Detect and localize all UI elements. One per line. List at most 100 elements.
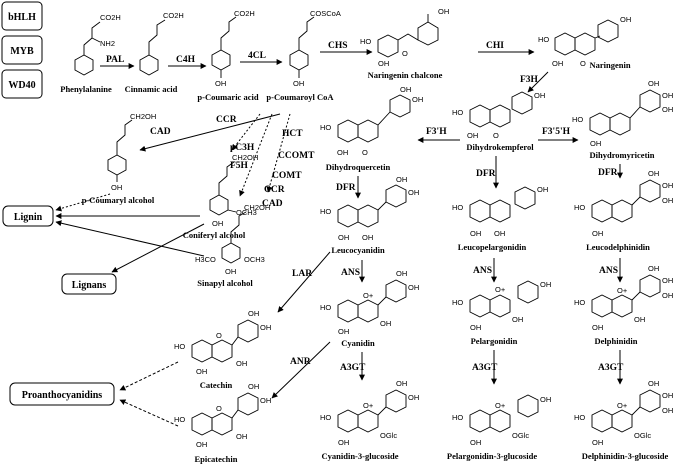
enzyme-a3gt-1: A3GT <box>340 363 366 373</box>
arrow-catechin-to-pa <box>119 361 179 391</box>
oh-text: OH <box>648 79 659 88</box>
delphinidin-3-glucoside-structure: O+ OH OH OH HO OH OGlc <box>574 379 673 447</box>
naringenin-structure: OH HO OH O <box>538 15 631 68</box>
oh-text: OH <box>662 276 673 285</box>
sinapyl-alcohol-label: Sinapyl alcohol <box>197 278 253 288</box>
dihydroquercetin-label: Dihydroquercetin <box>326 162 391 172</box>
arrow-epicatechin-to-pa <box>119 399 179 427</box>
oh-text: OH <box>540 280 551 289</box>
p-coumaryl-alcohol-structure: CH2OH OH <box>107 112 156 192</box>
ho-text: HO <box>174 415 185 424</box>
ho-text: HO <box>538 35 549 44</box>
coniferyl-alcohol-label: Coniferyl alcohol <box>183 230 246 240</box>
oh-text: OH <box>196 440 207 449</box>
cyanidin-3-glucoside-structure: O+ OH OH HO OH OGlc <box>320 379 419 447</box>
pelargonidin-label: Pelargonidin <box>471 336 518 346</box>
cinnamic-acid-structure: CO2H <box>139 11 184 76</box>
pelargonidin-structure: O+ OH HO OH OH <box>452 280 551 332</box>
dihydromyricetin-label: Dihydromyricetin <box>589 150 654 160</box>
leucodelphinidin-label: Leucodelphinidin <box>586 242 650 252</box>
naringenin-chalcone-label: Naringenin chalcone <box>368 70 443 80</box>
o-text: O <box>493 131 499 140</box>
oh-text: OH <box>648 169 659 178</box>
sinapyl-alcohol-structure: CH2OH OCH3 H3CO OH <box>195 203 270 276</box>
ho-text: HO <box>574 203 585 212</box>
enzyme-dfr-1: DFR <box>336 183 356 193</box>
oh-text: OH <box>512 315 523 324</box>
p-coumaric-acid-structure: CO2H OH <box>211 9 255 88</box>
oh-text: OH <box>111 183 122 192</box>
oh-text: OH <box>408 393 419 402</box>
naringenin-chalcone-structure: OH HO OH O <box>360 7 449 68</box>
ho-text: HO <box>572 115 583 124</box>
oglc-text: OGlc <box>380 431 397 440</box>
ho-text: HO <box>320 303 331 312</box>
oh-text: OH <box>648 264 659 273</box>
enzyme-ccomt: CCOMT <box>278 151 315 161</box>
oh-text: OH <box>662 391 673 400</box>
o-text: O <box>216 331 222 340</box>
o-text: O <box>362 148 368 157</box>
dihydroquercetin-structure: OH OH HO OH O <box>320 85 423 157</box>
oh-text: OH <box>236 359 247 368</box>
oh-text: OH <box>470 229 481 238</box>
co2h-text: CO2H <box>163 11 184 20</box>
catechin-label: Catechin <box>200 380 233 390</box>
enzyme-c4h: C4H <box>176 55 196 65</box>
leucopelargonidin-label: Leucopelargonidin <box>458 242 527 252</box>
oh-text: OH <box>378 59 389 68</box>
oh-text: OH <box>534 91 545 100</box>
arrow-lar <box>277 251 331 313</box>
och3-text: OCH3 <box>244 255 265 264</box>
oh-text: OH <box>338 233 349 242</box>
oh-text: OH <box>620 15 631 24</box>
oglc-text: OGlc <box>634 431 651 440</box>
oh-text: OH <box>225 267 236 276</box>
oh-text: OH <box>662 291 673 300</box>
oh-text: OH <box>408 283 419 292</box>
co2h-text: CO2H <box>100 13 121 22</box>
naringenin-label: Naringenin <box>589 60 630 70</box>
oh-text: OH <box>592 229 603 238</box>
oh-text: OH <box>400 85 411 94</box>
epicatechin-structure: O OH OH HO OH OH <box>174 382 271 449</box>
arrow-to-lignans <box>111 223 205 273</box>
leucodelphinidin-structure: OH OH OH HO OH <box>574 169 673 238</box>
oh-text: OH <box>337 148 348 157</box>
ch2oh-text: CH2OH <box>130 112 156 121</box>
enzyme-ccr-1: CCR <box>216 115 237 125</box>
o-plus-text: O+ <box>617 401 628 410</box>
compound-labels: Phenylalanine Cinnamic acid p-Coumaric a… <box>60 60 668 464</box>
lignin-box <box>2 205 54 227</box>
p-coumaroyl-coa-label: p-Coumaroyl CoA <box>266 92 334 102</box>
enzyme-cad-2: CAD <box>262 199 283 209</box>
h3co-text: H3CO <box>195 255 216 264</box>
lignin-label: Lignin <box>14 212 43 223</box>
o-plus-text: O+ <box>617 286 628 295</box>
enzyme-chs: CHS <box>328 41 348 51</box>
bhlh-label: bHLH <box>8 12 36 23</box>
oh-text: OH <box>662 105 673 114</box>
ho-text: HO <box>452 298 463 307</box>
arrow-coniferyl-dashed-2 <box>239 113 273 197</box>
coscoa-text: COSCoA <box>310 9 341 18</box>
enzyme-f3h: F3H <box>520 75 539 85</box>
oh-text: OH <box>662 196 673 205</box>
enzyme-anr: ANR <box>290 357 311 367</box>
oh-text: OH <box>438 7 449 16</box>
enzyme-dfr-2: DFR <box>476 169 496 179</box>
enzyme-a3gt-3: A3GT <box>598 363 624 373</box>
oh-text: OH <box>592 438 603 447</box>
oh-text: OH <box>662 181 673 190</box>
oh-text: OH <box>470 438 481 447</box>
cyanidin-3-glucoside-label: Cyanidin-3-glucoside <box>322 451 399 461</box>
och3-text: OCH3 <box>236 208 257 217</box>
oh-text: OH <box>293 79 304 88</box>
enzyme-labels: PAL C4H 4CL CHS CHI F3H F3'H F3'5'H CCR … <box>106 41 624 373</box>
enzyme-ans-1: ANS <box>341 268 360 278</box>
cyanidin-label: Cyanidin <box>341 338 375 348</box>
oh-text: OH <box>248 309 259 318</box>
arrow-to-lignin-1 <box>55 193 111 212</box>
oh-text: OH <box>662 91 673 100</box>
